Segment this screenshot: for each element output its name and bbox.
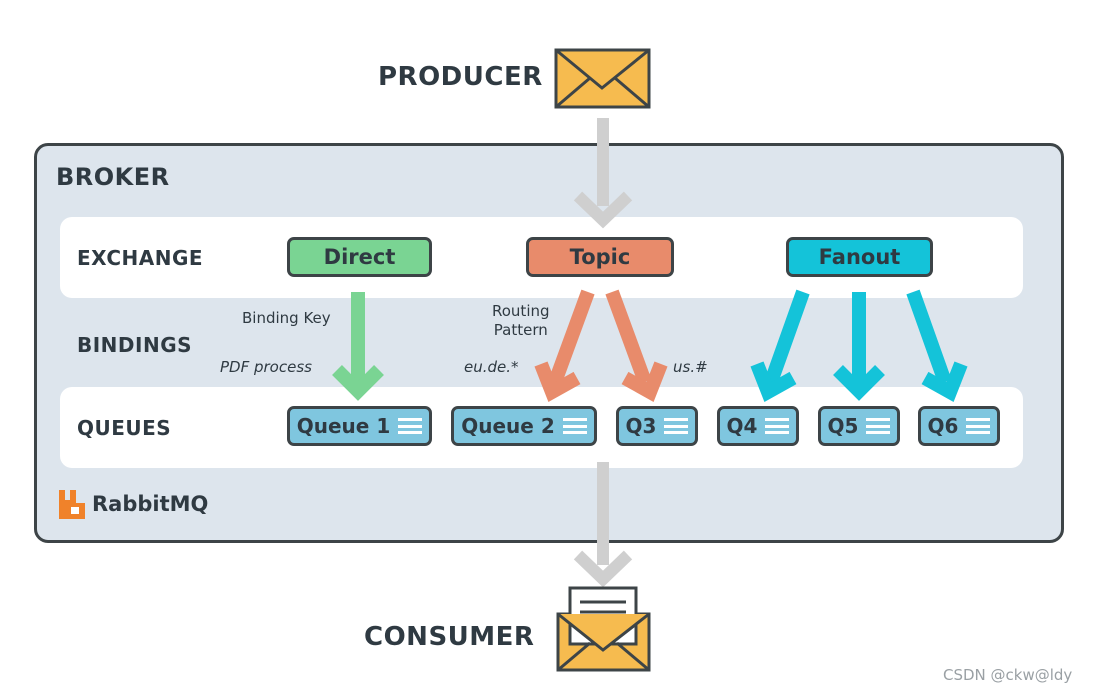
- queue-2: Queue 2: [451, 406, 597, 446]
- binding-key-label: Binding Key: [242, 309, 331, 327]
- fanout-binding-arrow-q5: [833, 292, 885, 401]
- queue-lines-icon: [765, 418, 790, 434]
- consumer-label: CONSUMER: [364, 622, 535, 652]
- pdf-process-key: PDF process: [220, 358, 312, 376]
- queue-5-label: Q5: [827, 414, 859, 438]
- routing-pattern-label: Routing Pattern: [492, 302, 550, 340]
- queue-lines-icon: [562, 418, 587, 434]
- queue-1: Queue 1: [287, 406, 432, 446]
- queue-lines-icon: [866, 418, 891, 434]
- queue-1-label: Queue 1: [296, 414, 391, 438]
- fanout-exchange: Fanout: [786, 237, 933, 277]
- queue-5: Q5: [818, 406, 900, 446]
- us-hash-pattern: us.#: [673, 358, 708, 376]
- watermark: CSDN @ckw@ldy: [943, 666, 1073, 684]
- queue-6: Q6: [918, 406, 1000, 446]
- open-envelope-icon: [556, 586, 651, 672]
- routing-pattern-line1: Routing: [492, 302, 550, 320]
- queue-lines-icon: [966, 418, 991, 434]
- queue-3: Q3: [616, 406, 698, 446]
- rabbitmq-logo-icon: [59, 490, 85, 519]
- broker-container: [34, 143, 1064, 543]
- queues-row-label: QUEUES: [77, 416, 172, 440]
- topic-binding-arrow-queue2: [534, 289, 595, 403]
- producer-arrow: [573, 118, 633, 229]
- queue-lines-icon: [398, 418, 423, 434]
- exchange-row-label: EXCHANGE: [77, 246, 204, 270]
- topic-binding-arrow-q3: [605, 289, 668, 403]
- queue-lines-icon: [664, 418, 689, 434]
- fanout-exchange-label: Fanout: [818, 245, 901, 269]
- queue-4-label: Q4: [726, 414, 758, 438]
- queue-4: Q4: [717, 406, 799, 446]
- direct-binding-arrow: [332, 292, 384, 401]
- producer-label: PRODUCER: [378, 62, 543, 92]
- routing-pattern-line2: Pattern: [493, 321, 548, 339]
- queue-3-label: Q3: [625, 414, 657, 438]
- queue-2-label: Queue 2: [461, 414, 555, 438]
- fanout-binding-arrow-q6: [906, 289, 968, 403]
- broker-label: BROKER: [56, 163, 170, 191]
- bindings-row-label: BINDINGS: [77, 333, 193, 357]
- fanout-binding-arrow-q4: [750, 289, 810, 403]
- envelope-icon: [554, 48, 651, 109]
- direct-exchange: Direct: [287, 237, 432, 277]
- topic-exchange: Topic: [526, 237, 674, 277]
- rabbitmq-brand: RabbitMQ: [92, 492, 209, 516]
- queue-6-label: Q6: [927, 414, 959, 438]
- topic-exchange-label: Topic: [569, 245, 631, 269]
- consumer-arrow: [573, 462, 633, 588]
- direct-exchange-label: Direct: [323, 245, 396, 269]
- eu-de-pattern: eu.de.*: [464, 358, 519, 376]
